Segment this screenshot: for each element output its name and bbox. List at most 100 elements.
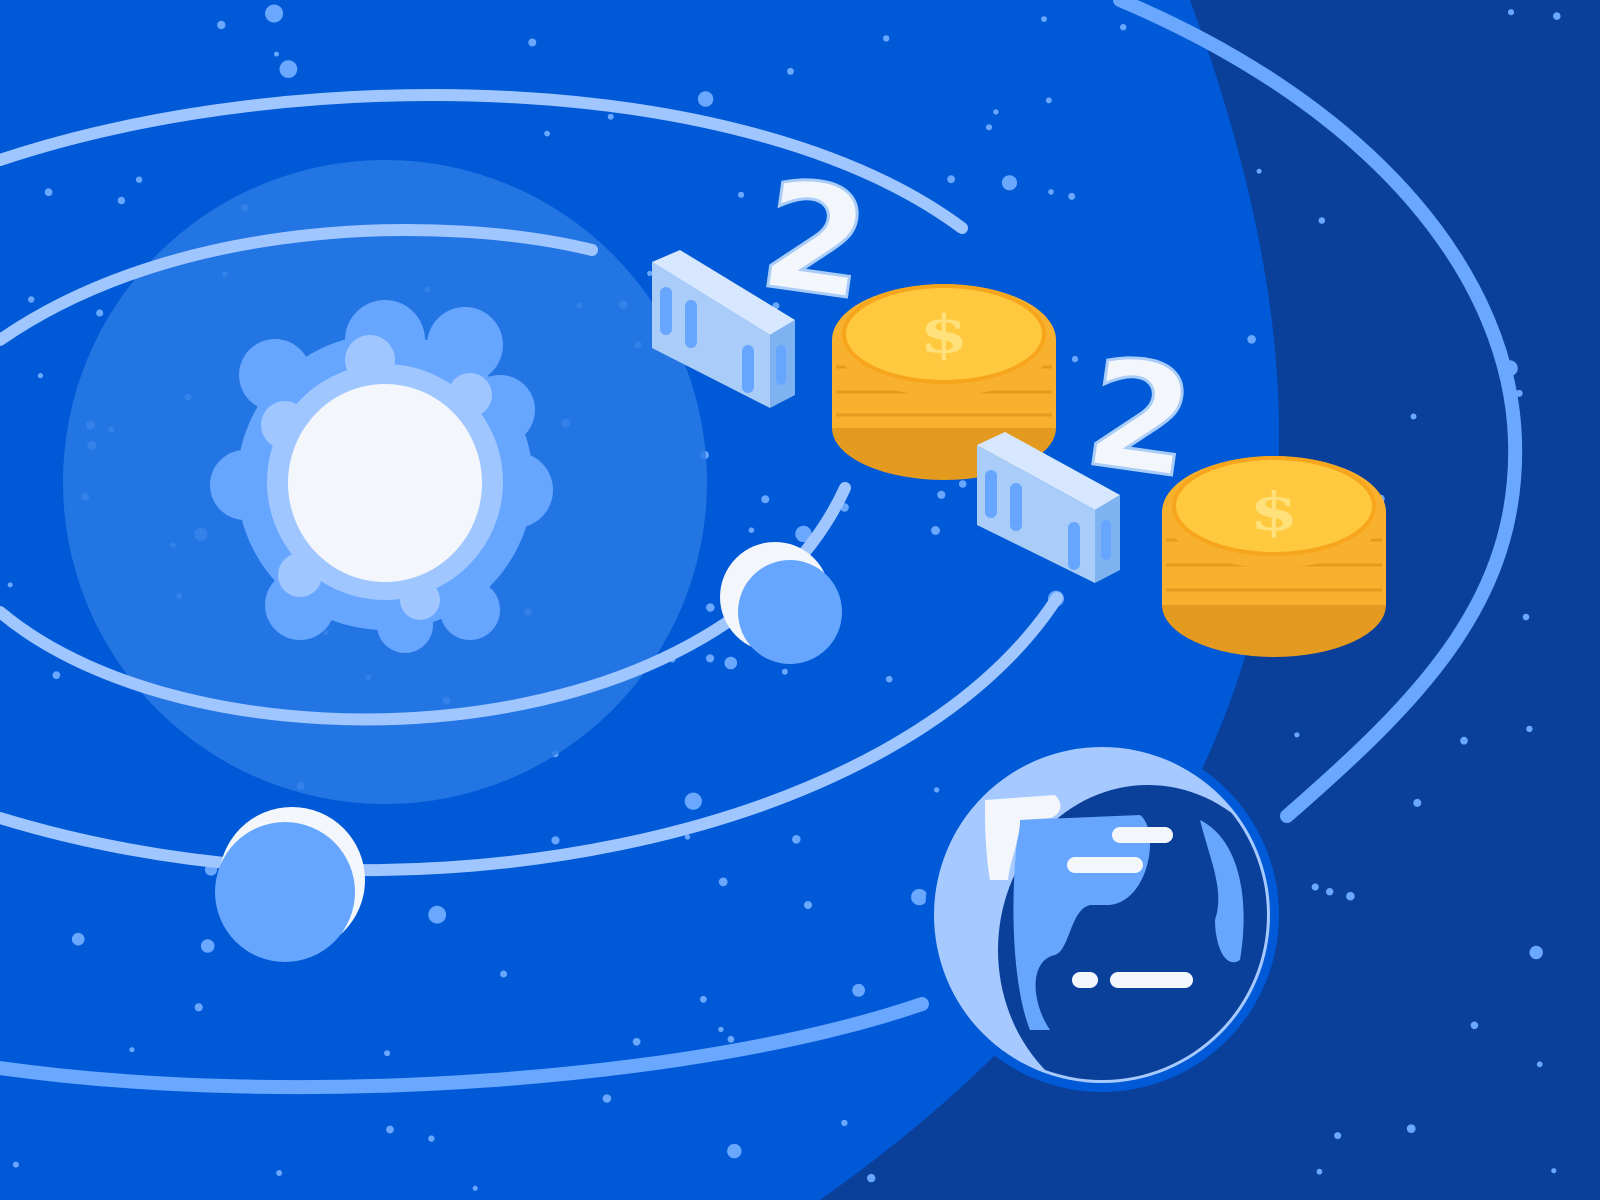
star	[1041, 16, 1047, 22]
star	[1460, 736, 1468, 745]
star	[1071, 355, 1079, 363]
star	[883, 35, 890, 42]
orbit-middle	[0, 89, 968, 234]
star	[1346, 891, 1355, 901]
star	[1551, 1168, 1557, 1174]
star	[279, 60, 298, 78]
star	[1470, 1021, 1479, 1030]
star	[697, 91, 714, 107]
star	[1507, 9, 1515, 16]
star	[7, 582, 13, 588]
star	[727, 1035, 735, 1043]
orbit-inner	[0, 223, 598, 346]
star	[718, 1026, 724, 1033]
star	[852, 983, 865, 997]
dollar-sign: $	[1250, 481, 1299, 543]
star	[841, 1119, 848, 1127]
orbit-outer-right	[1113, 0, 1523, 823]
star	[931, 526, 940, 535]
star	[1247, 335, 1256, 344]
star	[885, 675, 893, 683]
orbit-outer-lower	[0, 997, 929, 1095]
large-planet	[215, 807, 365, 962]
star	[1553, 12, 1561, 20]
star	[792, 835, 801, 844]
star	[1001, 175, 1018, 191]
coin-stack-icon: $	[832, 284, 1056, 480]
star	[1294, 732, 1300, 738]
digit-block: 2	[652, 146, 880, 408]
star	[1256, 168, 1262, 174]
star	[602, 1094, 612, 1103]
star	[544, 130, 550, 137]
star	[117, 196, 126, 205]
star	[194, 1003, 203, 1012]
star	[607, 113, 614, 120]
small-planet	[720, 542, 842, 664]
star	[985, 124, 993, 131]
star	[1410, 413, 1417, 420]
star	[761, 495, 770, 504]
star	[551, 836, 560, 845]
star	[428, 905, 447, 924]
star	[706, 654, 715, 663]
star	[937, 490, 946, 499]
star	[472, 1185, 478, 1191]
star	[129, 1047, 135, 1053]
star	[276, 1170, 283, 1176]
star	[1536, 1061, 1543, 1068]
star	[781, 668, 788, 675]
star	[867, 1173, 876, 1183]
star	[12, 1161, 19, 1168]
star	[911, 888, 928, 906]
star	[274, 51, 279, 57]
star	[1068, 192, 1076, 200]
star	[1318, 217, 1326, 224]
digit-2-first: 2	[751, 148, 879, 335]
orbit-middle-lower	[0, 592, 1063, 877]
star	[706, 603, 715, 612]
star	[1311, 883, 1319, 891]
star	[795, 525, 812, 543]
star	[1326, 888, 1334, 896]
star	[738, 191, 745, 198]
star	[748, 527, 755, 533]
star	[787, 67, 794, 75]
star	[684, 834, 691, 840]
star	[684, 792, 702, 810]
star	[37, 373, 44, 379]
star	[528, 38, 537, 47]
star	[217, 20, 226, 30]
star	[1048, 189, 1054, 195]
coin-stack-icon: $	[1162, 456, 1386, 657]
star	[718, 877, 728, 887]
dollar-sign: $	[920, 303, 969, 365]
star	[428, 1135, 435, 1142]
star	[647, 270, 653, 276]
star	[947, 175, 955, 184]
star	[96, 309, 104, 317]
digit-block: 2	[977, 324, 1205, 583]
orbit-lines	[0, 0, 1523, 1095]
star	[1334, 1132, 1342, 1140]
star	[1413, 798, 1422, 807]
star	[28, 296, 35, 303]
star	[200, 939, 215, 953]
star	[1316, 1168, 1323, 1175]
star	[1529, 945, 1543, 960]
star	[384, 1050, 391, 1057]
star	[958, 480, 967, 488]
star	[1120, 24, 1127, 31]
star	[724, 656, 738, 670]
sun-icon	[210, 300, 553, 653]
star	[1526, 725, 1533, 733]
star	[700, 995, 707, 1003]
star	[135, 176, 143, 183]
star	[71, 932, 85, 946]
star	[727, 1143, 742, 1159]
star	[265, 4, 284, 23]
star	[1406, 1124, 1416, 1133]
star	[44, 188, 53, 197]
star	[632, 1037, 641, 1046]
